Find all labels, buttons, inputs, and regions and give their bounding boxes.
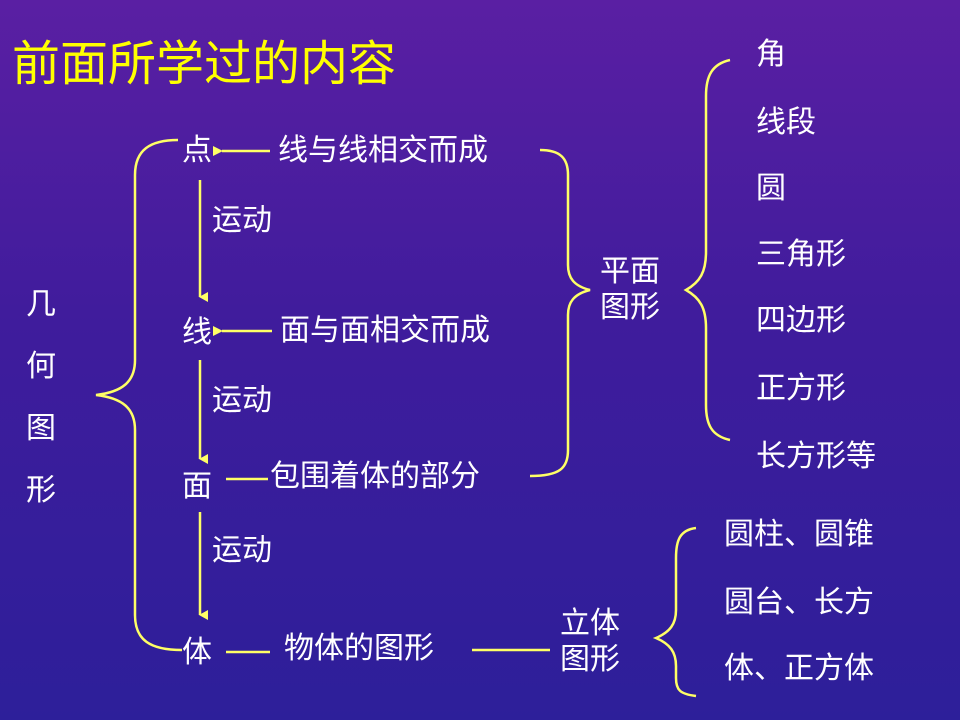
plane-figures-label: 平面 图形 — [600, 254, 660, 326]
solid-label-line: 立体 — [560, 606, 620, 641]
plane-item: 角 — [756, 37, 786, 72]
geometry-char: 何 — [26, 349, 56, 384]
plane-label-line: 平面 — [600, 254, 660, 289]
plane-chain-brace — [529, 148, 591, 478]
page-title: 前面所学过的内容 — [12, 36, 397, 92]
geometry-vertical-label: 几 何 图 形 — [26, 288, 66, 536]
geometry-brace — [95, 138, 183, 652]
plane-item: 长方形等 — [756, 439, 876, 474]
solid-figures-label: 立体 图形 — [560, 606, 620, 678]
plane-item: 圆 — [756, 171, 786, 206]
plane-items-brace — [683, 58, 731, 442]
geometry-char: 形 — [26, 473, 56, 508]
surface-label: 面 — [182, 469, 212, 504]
geometry-char: 几 — [26, 287, 56, 322]
plane-item: 正方形 — [756, 371, 846, 406]
solid-label: 体 — [182, 635, 212, 670]
geometry-char: 图 — [26, 411, 56, 446]
surface-description: 包围着体的部分 — [270, 459, 480, 494]
solid-item: 圆柱、圆锥 — [724, 517, 874, 552]
solid-items-brace — [652, 526, 697, 698]
solid-item: 圆台、长方 — [724, 585, 874, 620]
solid-description: 物体的图形 — [284, 631, 434, 666]
point-label: 点 — [182, 133, 212, 168]
solid-label-line: 图形 — [560, 642, 620, 677]
motion-label-2: 运动 — [212, 383, 272, 418]
plane-item: 三角形 — [756, 237, 846, 272]
plane-item: 线段 — [756, 105, 816, 140]
point-description: 线与线相交而成 — [278, 133, 488, 168]
line-label: 线 — [182, 315, 212, 350]
motion-label-3: 运动 — [212, 533, 272, 568]
solid-item: 体、正方体 — [724, 651, 874, 686]
line-description: 面与面相交而成 — [280, 313, 490, 348]
plane-label-line: 图形 — [600, 290, 660, 325]
plane-item: 四边形 — [756, 303, 846, 338]
motion-label-1: 运动 — [212, 203, 272, 238]
